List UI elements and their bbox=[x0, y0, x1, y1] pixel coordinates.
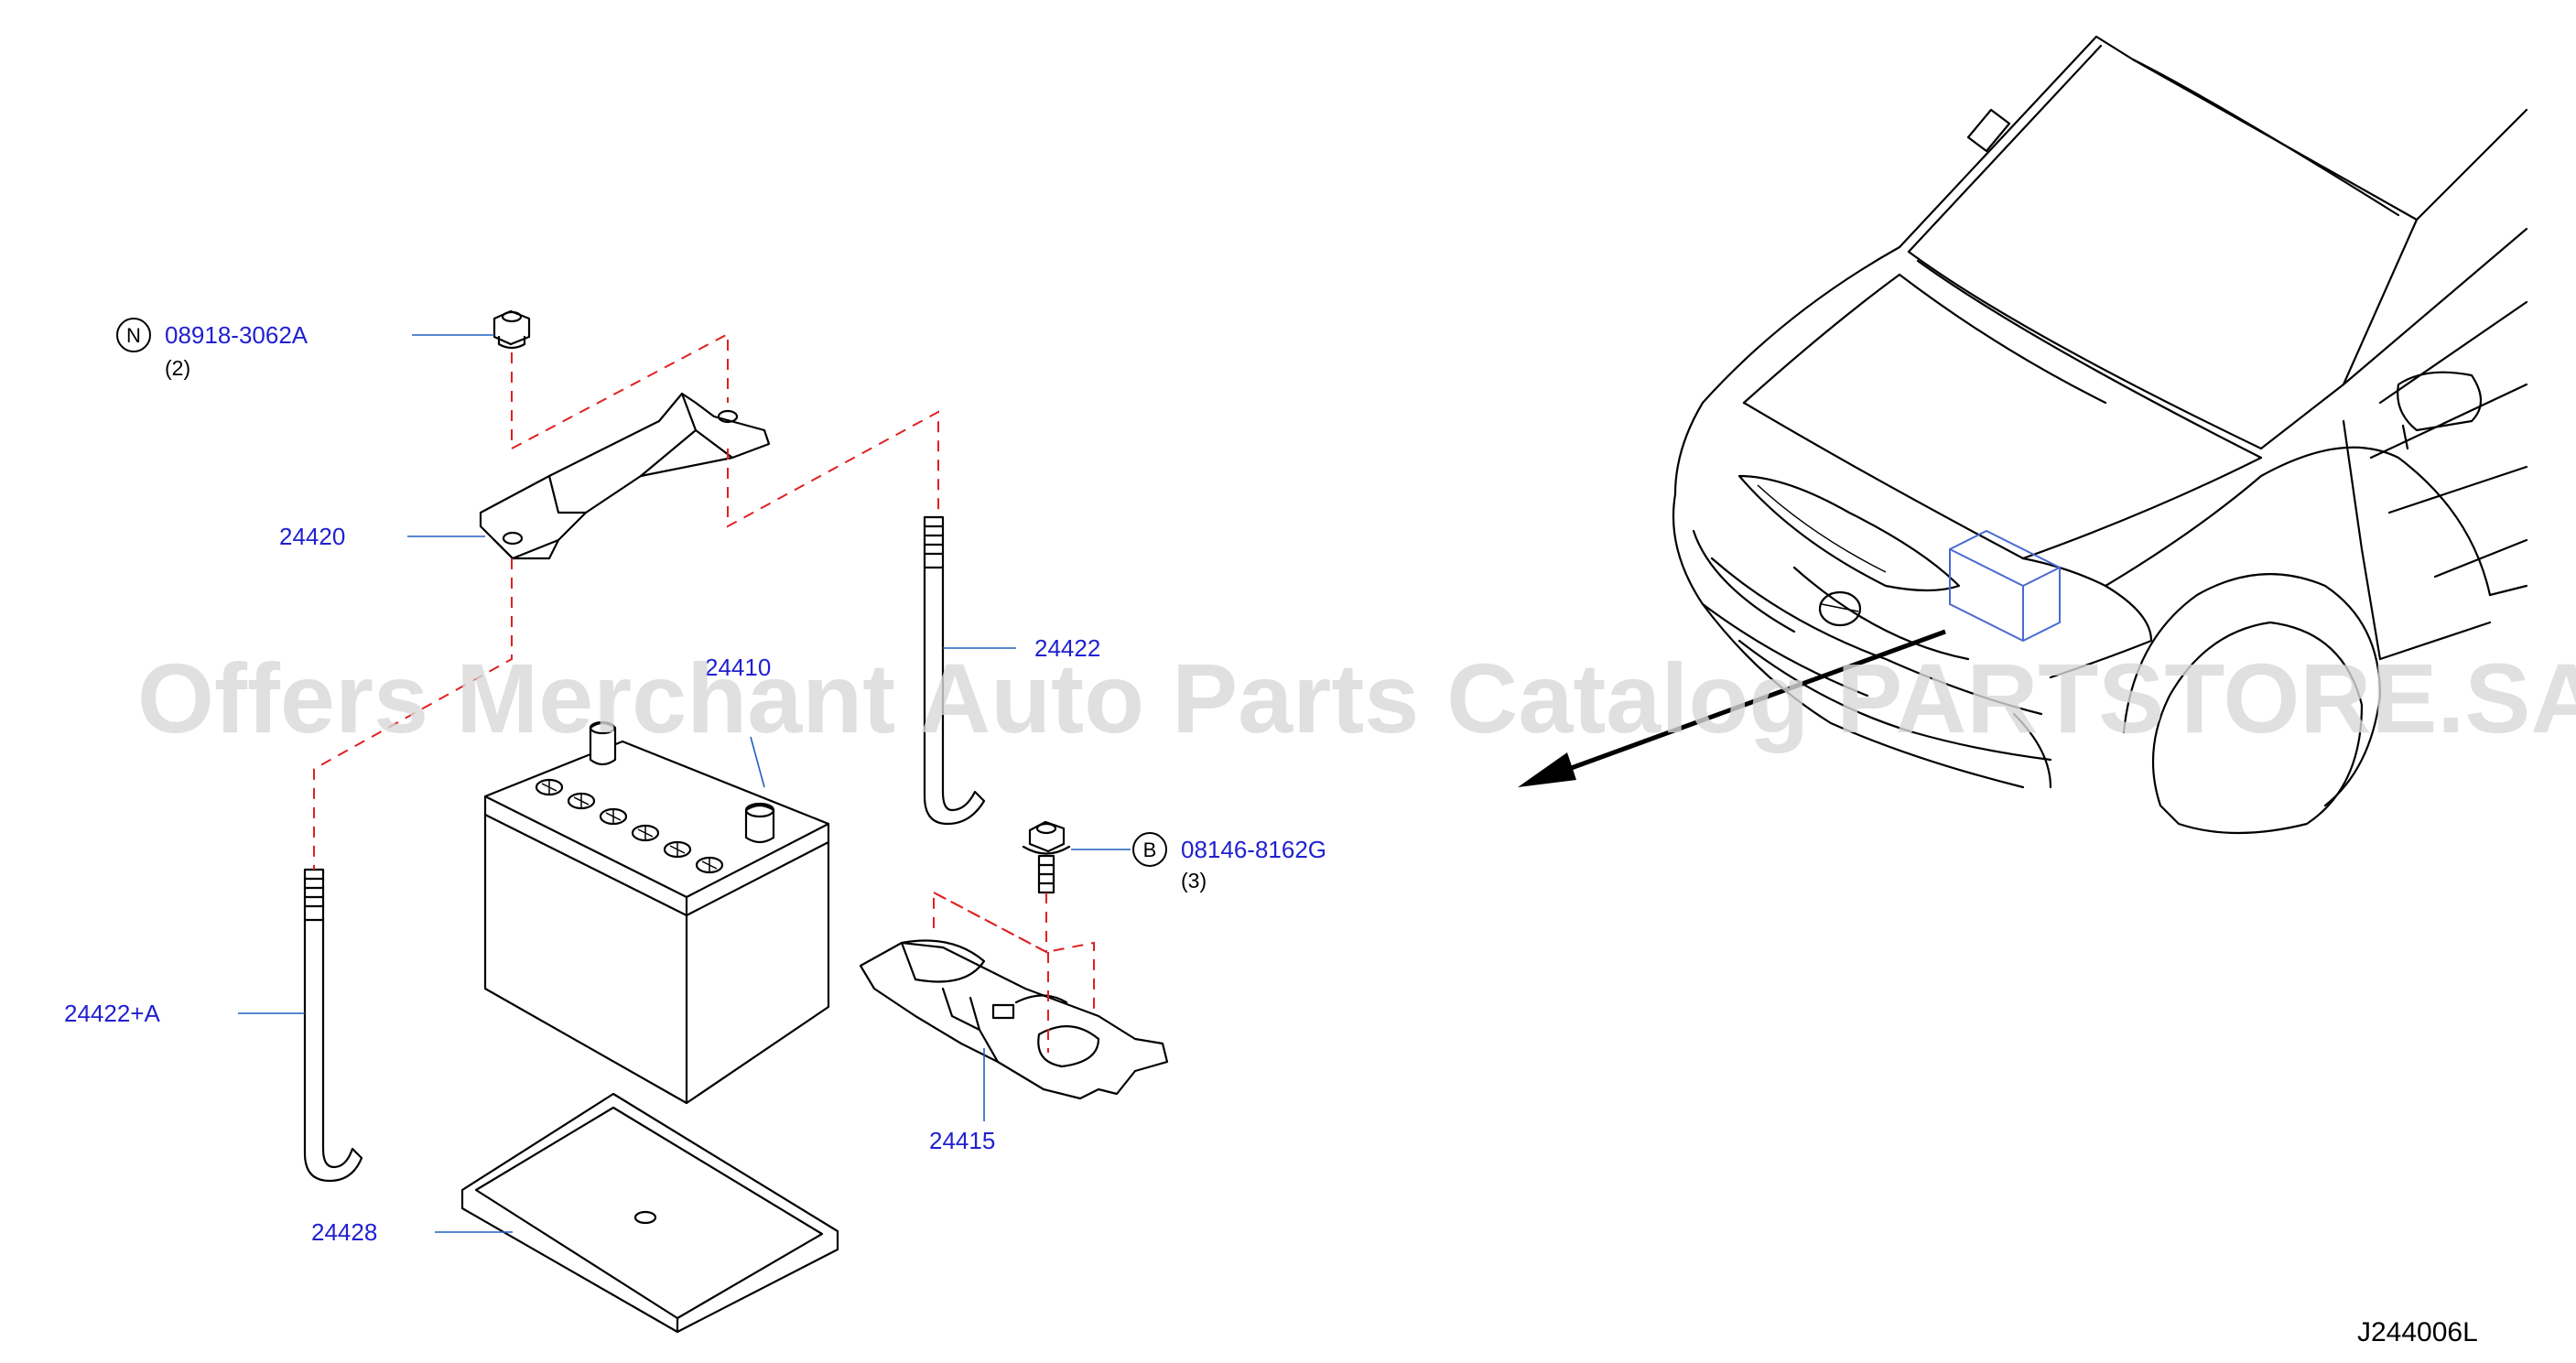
bolt-quantity: (3) bbox=[1181, 869, 1207, 892]
nut-symbol-letter: N bbox=[126, 324, 141, 347]
vehicle-outline bbox=[1518, 35, 2528, 835]
battery-location-box bbox=[1949, 529, 2061, 643]
battery-tray bbox=[460, 1092, 839, 1334]
tray-part-number: 24428 bbox=[311, 1218, 377, 1246]
bracket-part-number: 24420 bbox=[279, 523, 345, 550]
hold-down-rod-left bbox=[303, 868, 363, 1183]
nut-quantity: (2) bbox=[165, 356, 190, 380]
battery-support bbox=[859, 939, 1169, 1100]
nut-part-number: 08918-3062A bbox=[165, 321, 308, 349]
bolt-part-number: 08146-8162G bbox=[1181, 836, 1326, 863]
hold-down-rod-right bbox=[923, 515, 986, 826]
hold-down-bracket bbox=[479, 392, 771, 560]
battery bbox=[483, 720, 830, 1105]
support-part-number: 24415 bbox=[929, 1127, 995, 1154]
assembly-guide-lines bbox=[313, 332, 1095, 1053]
rod-right-part-number: 24422 bbox=[1034, 634, 1100, 662]
bolt-symbol-letter: B bbox=[1143, 838, 1157, 861]
battery-part-number: 24410 bbox=[705, 654, 771, 681]
bolt-part bbox=[1022, 820, 1071, 894]
nut-symbol: N bbox=[116, 318, 151, 352]
bolt-symbol: B bbox=[1132, 832, 1167, 867]
rod-left-part-number: 24422+A bbox=[64, 1000, 160, 1027]
nut-part bbox=[492, 309, 531, 350]
watermark: Offers Merchant Auto Parts Catalog PARTS… bbox=[137, 643, 2576, 753]
battery-leader bbox=[750, 736, 765, 788]
diagram-code: J244006L bbox=[2357, 1317, 2478, 1347]
location-arrow bbox=[1518, 629, 1946, 787]
